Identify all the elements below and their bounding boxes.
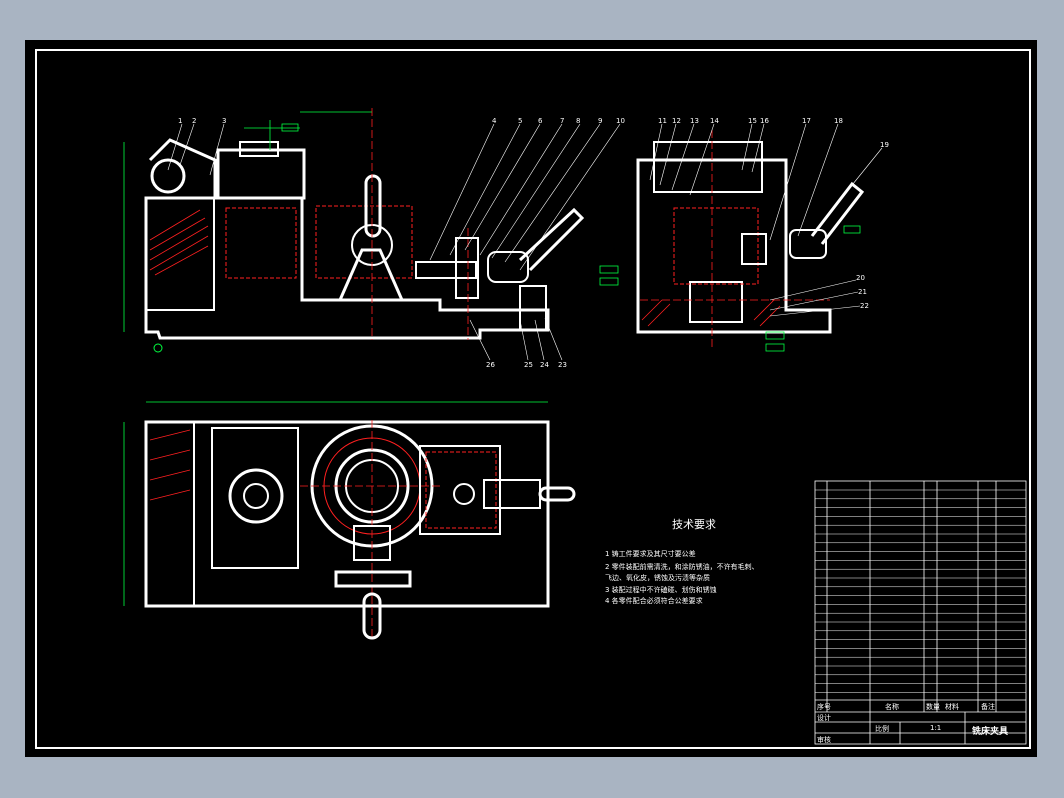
bom-header-no: 序号 bbox=[817, 703, 831, 711]
scale-value: 1:1 bbox=[930, 724, 942, 732]
tech-requirement-line: 4 各零件配合必须符合公差要求 bbox=[605, 597, 703, 605]
part-balloon-number: 4 bbox=[492, 117, 497, 125]
tech-requirement-line: 1 铸工件要求及其尺寸要公差 bbox=[605, 550, 696, 558]
front-view bbox=[123, 108, 621, 361]
part-balloon-number: 7 bbox=[560, 117, 565, 125]
part-balloon-number: 24 bbox=[540, 361, 549, 369]
bom-rows bbox=[815, 489, 1026, 693]
drawing-sheet bbox=[25, 40, 1037, 757]
part-balloon-number: 9 bbox=[598, 117, 603, 125]
part-balloon-number: 22 bbox=[860, 302, 869, 310]
part-balloon-number: 2 bbox=[192, 117, 197, 125]
part-balloon-number: 11 bbox=[658, 117, 667, 125]
part-balloon-number: 17 bbox=[802, 117, 811, 125]
drawing-border bbox=[35, 49, 1031, 749]
tech-requirements-title: 技术要求 bbox=[672, 518, 716, 531]
part-balloon-number: 13 bbox=[690, 117, 699, 125]
part-balloon-number: 19 bbox=[880, 141, 889, 149]
part-balloon-number: 8 bbox=[576, 117, 581, 125]
part-balloon-number: 6 bbox=[538, 117, 543, 125]
part-balloon-number: 25 bbox=[524, 361, 533, 369]
check-label: 审核 bbox=[817, 736, 831, 744]
part-balloon-number: 10 bbox=[616, 117, 625, 125]
side-view bbox=[599, 123, 883, 352]
tech-requirement-line: 2 零件装配前需清洗，和涂防锈油，不许有毛刺、 bbox=[605, 563, 759, 571]
drawing-title: 铣床夹具 bbox=[972, 727, 1009, 737]
design-label: 设计 bbox=[817, 714, 831, 722]
part-balloon-number: 23 bbox=[558, 361, 567, 369]
part-balloon-number: 14 bbox=[710, 117, 719, 125]
bom-header-qty: 数量 bbox=[926, 703, 940, 711]
part-balloon-number: 1 bbox=[178, 117, 183, 125]
bom-header-note: 备注 bbox=[981, 703, 995, 711]
bom-header-name: 名称 bbox=[885, 703, 899, 711]
bom-header-material: 材料 bbox=[945, 703, 959, 711]
tech-requirement-line: 3 装配过程中不许磕碰、划伤和锈蚀 bbox=[605, 586, 717, 594]
part-balloon-number: 12 bbox=[672, 117, 681, 125]
part-balloon-number: 18 bbox=[834, 117, 843, 125]
part-balloon-number: 16 bbox=[760, 117, 769, 125]
part-balloon-number: 5 bbox=[518, 117, 523, 125]
top-view bbox=[123, 401, 576, 640]
part-balloon-number: 3 bbox=[222, 117, 227, 125]
part-balloon-number: 20 bbox=[856, 274, 865, 282]
part-balloon-number: 26 bbox=[486, 361, 495, 369]
part-balloon-number: 15 bbox=[748, 117, 757, 125]
bom-table bbox=[814, 480, 1027, 745]
tech-requirement-line: 飞边、氧化皮，锈蚀及污渍等杂质 bbox=[605, 574, 710, 582]
scale-label: 比例 bbox=[875, 725, 889, 733]
part-balloon-number: 21 bbox=[858, 288, 867, 296]
